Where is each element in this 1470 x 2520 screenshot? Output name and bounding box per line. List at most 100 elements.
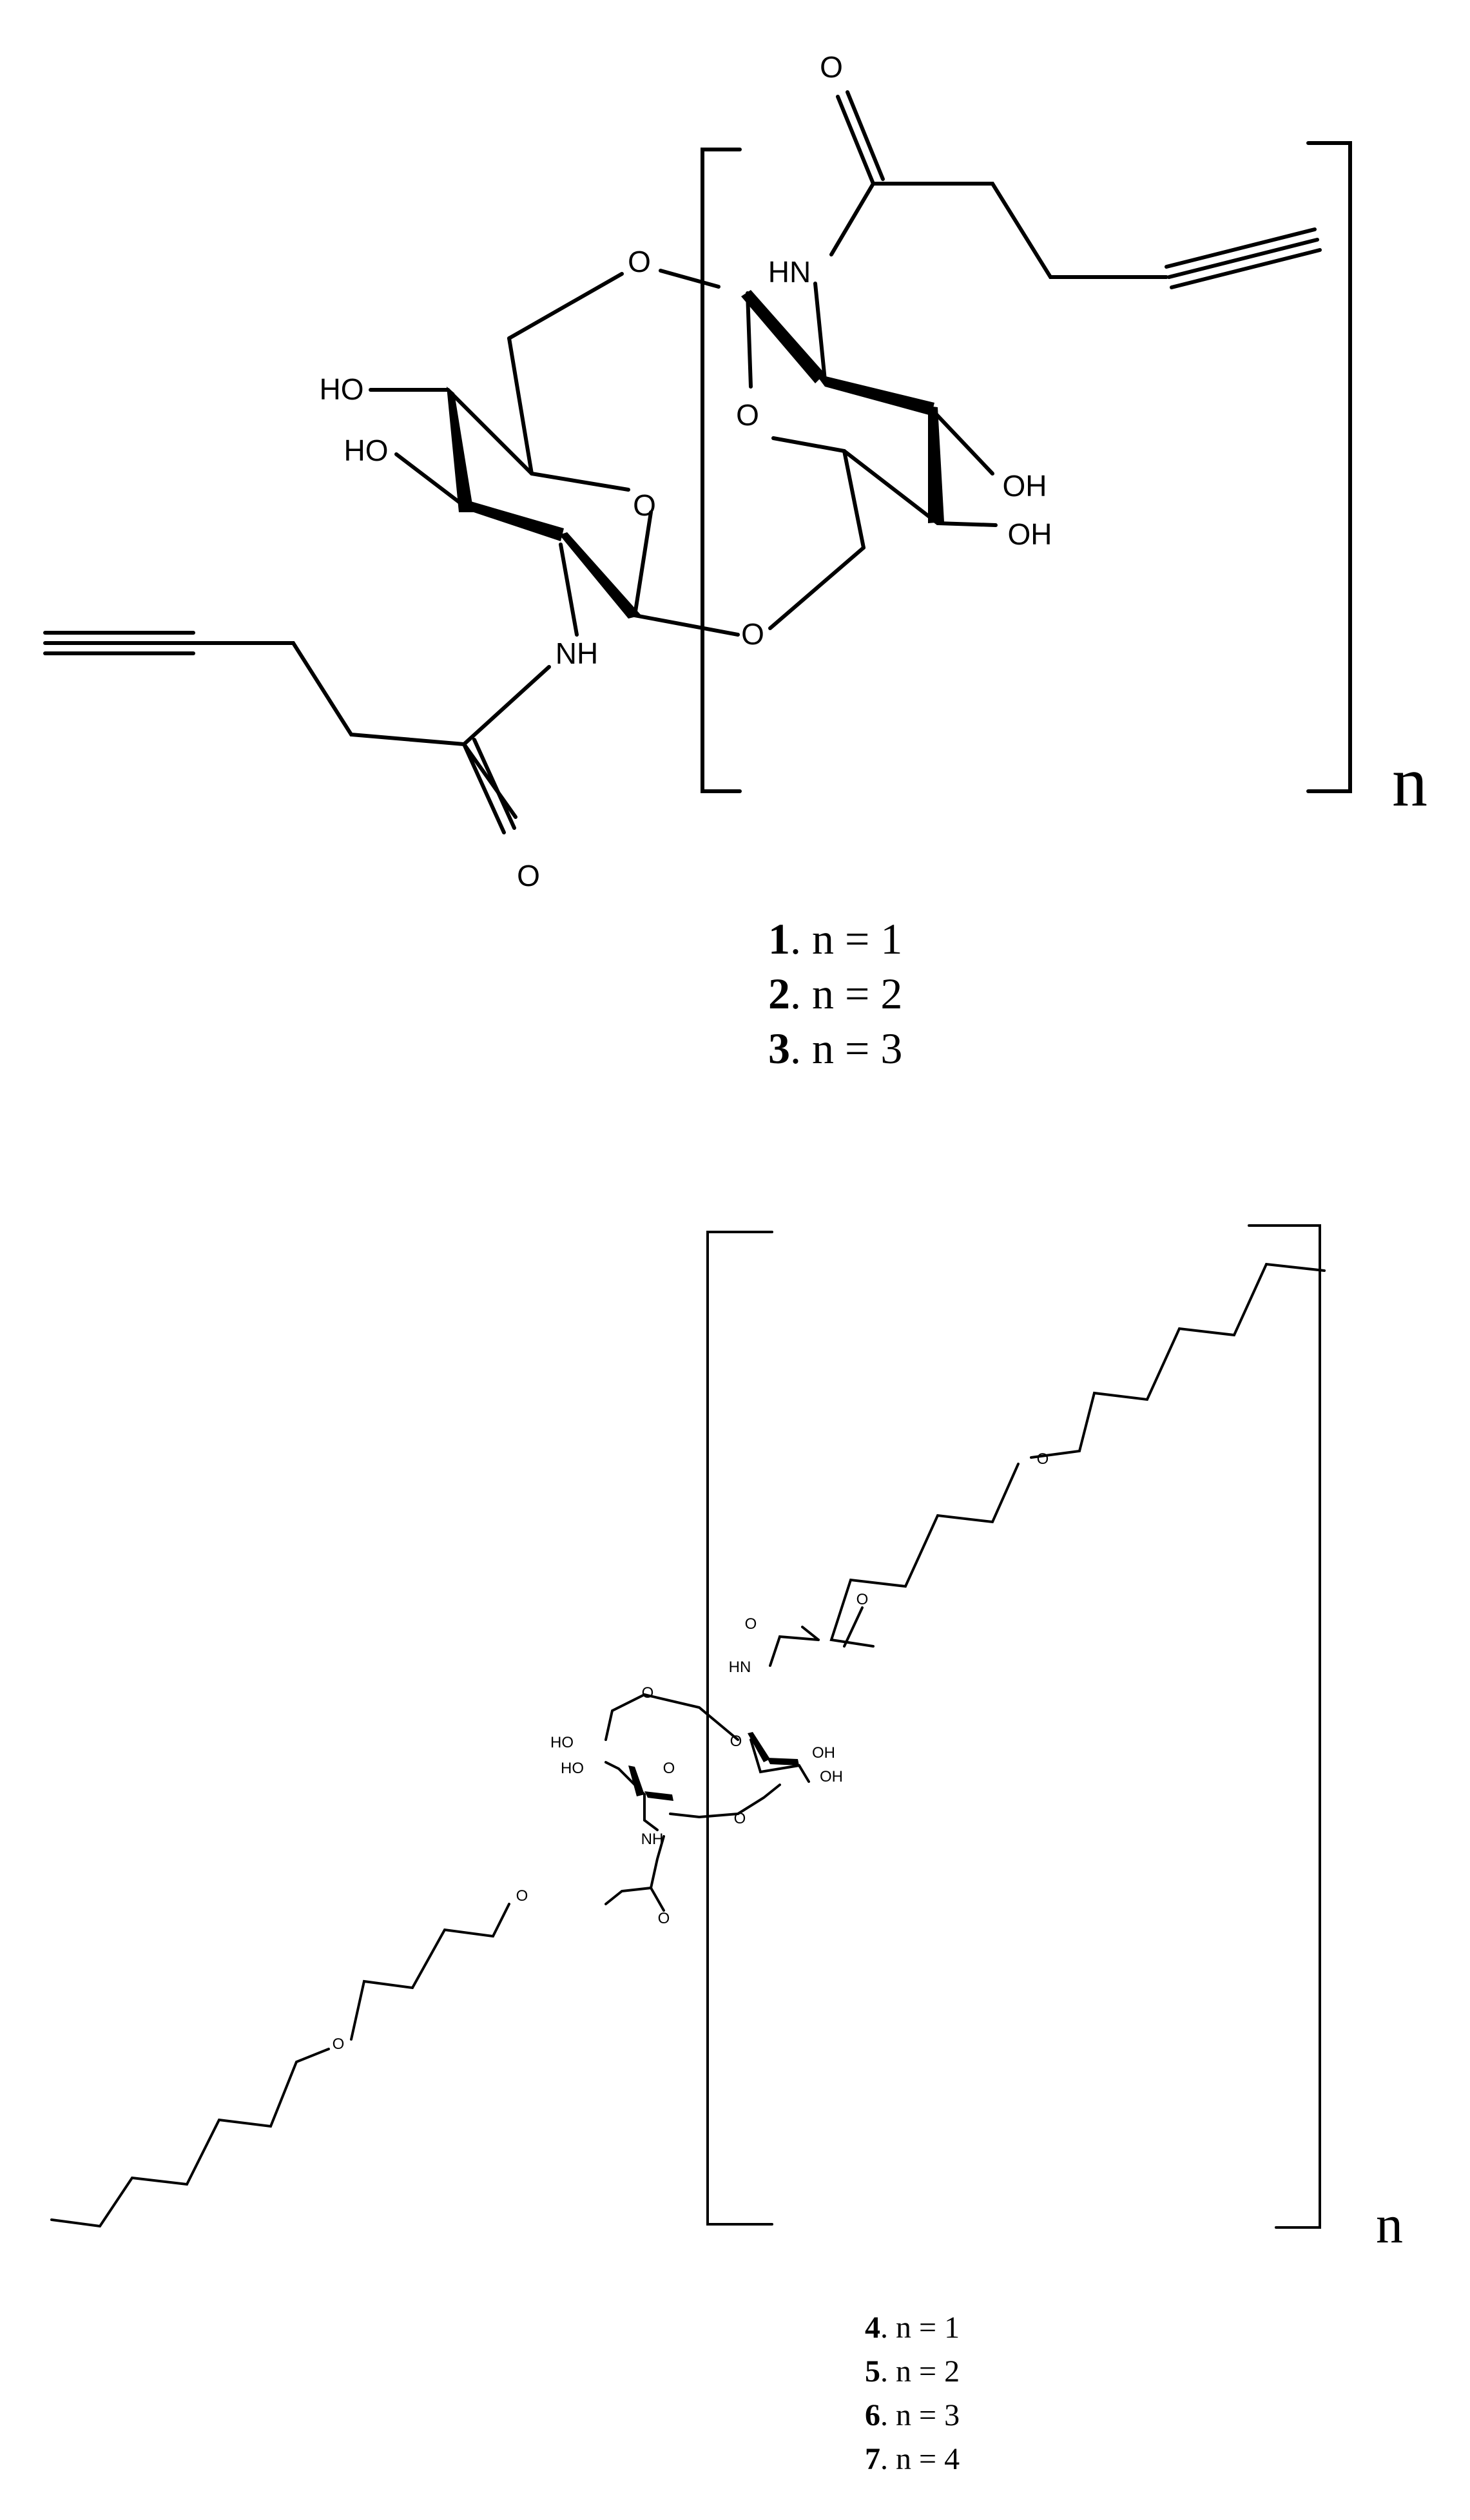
atom-ho-2: HO [344,434,389,467]
atom-ho-1: HO [320,372,364,406]
atom-nh-bottom: NH [556,637,598,670]
atom-o-carbonyl-bottom: O [517,859,540,892]
caption-4: 4. n = 1 [865,2311,960,2345]
structure-1-right [701,90,1352,793]
caption-1-text: . n = 1 [790,914,902,963]
left-bracket-2 [706,1231,773,2226]
ring-o5-c5 [530,472,630,492]
caption-4-text: . n = 1 [880,2311,960,2345]
triple-right-c [1170,248,1322,289]
atom-o-chain-upper-1: O [1037,1450,1049,1468]
atom-nh-bottom-2: NH [641,1831,664,1848]
upper-o-link [843,1606,864,1648]
carbonyl-bond-bottom-a [462,742,506,834]
carbonyl-bond-top-b [846,90,885,181]
structure-1-captions: 1. n = 1 2. n = 2 3. n = 3 [768,914,902,1073]
atom-ho-1-2: HO [550,1734,574,1751]
wedge-c2-c1 [559,532,641,619]
small-bold-1 [644,1791,673,1801]
wedge-right-c1 [741,290,825,383]
caption-3-text: . n = 3 [790,1024,902,1073]
structure-1-labels: O O O O O O HN NH HO HO OH OH n [320,50,1428,892]
atom-o-chain-lower-1: O [516,1887,528,1905]
caption-4-num: 4 [865,2311,880,2345]
upper-chain-segment-2 [829,1463,1020,1648]
atom-o-ring-left: O [633,488,656,522]
caption-7: 7. n = 4 [865,2442,960,2476]
right-c5-c4 [842,449,940,525]
atom-o-chain-upper-2: O [856,1591,869,1608]
wedge-c4 [447,387,474,512]
left-bracket-1 [701,148,742,793]
ring-c1-o5 [633,510,653,617]
structure-2-captions: 4. n = 1 5. n = 2 6. n = 3 7. n = 4 [865,2311,960,2476]
atom-o-bridge-bottom: O [741,617,764,651]
atom-o-bridge-bottom-2: O [734,1810,746,1827]
structure-2 [50,1224,1326,2229]
o6-bridge [659,269,720,289]
triple-right-b [1167,238,1319,279]
upper-amide-bonds [769,1635,820,1667]
atom-o-chain-lower-2: O [333,2035,345,2053]
ho-bond-2 [394,452,466,508]
bold-right-c2-c3 [815,374,934,416]
c5-c6 [507,336,534,476]
atom-oh-1-2: OH [812,1744,835,1762]
caption-3-num: 3 [768,1024,790,1073]
caption-2: 2. n = 2 [768,969,902,1018]
caption-5-text: . n = 2 [880,2354,960,2389]
upper-carbonyl-bond [801,1626,820,1641]
lower-chain-segment-1 [350,1903,510,2041]
lower-carbonyl-bond [650,1887,665,1912]
caption-6-num: 6 [865,2398,880,2432]
caption-1-num: 1 [768,914,790,963]
nh-to-carbonyl-top [829,182,875,256]
repeat-subscript-n-2: n [1376,2195,1403,2255]
structure-2-wedges [628,1732,799,1801]
caption-2-text: . n = 2 [790,969,902,1018]
small-ring-bridge [669,1784,781,1819]
right-o-c5 [771,436,846,453]
oh-bond-1 [933,410,994,476]
n-to-ring-bond [559,543,579,637]
structure-1-wedges [447,290,944,619]
caption-5: 5. n = 2 [865,2354,960,2389]
atom-nh-top: HN [768,255,811,289]
caption-3: 3. n = 3 [768,1024,902,1073]
right-bracket-2 [1248,1224,1321,2229]
triple-right-a [1165,227,1317,269]
caption-6-text: . n = 3 [880,2398,960,2432]
atom-o-carbonyl-bottom-2: O [658,1910,670,1927]
carbonyl-bond-bottom-b [472,738,516,830]
small-wedge-1 [628,1765,644,1796]
atom-o-carbonyl-top-2: O [745,1615,757,1633]
wedge-right-c4 [928,406,944,523]
amide-cn-bottom [462,665,551,746]
atom-o-ring-top-2: O [642,1684,654,1702]
atom-oh-2-2: OH [820,1768,843,1785]
small-wedge-2 [748,1732,770,1762]
atom-o-ring-right-2: O [730,1733,742,1750]
caption-7-num: 7 [865,2442,880,2476]
atom-o-ring-left-top: O [628,245,651,278]
atom-o-ring-right: O [736,398,759,432]
caption-2-num: 2 [768,969,790,1018]
right-bracket-1 [1306,141,1352,793]
right-c1-o [746,291,753,389]
atom-ho-2-2: HO [561,1760,584,1777]
caption-5-num: 5 [865,2354,880,2389]
upper-chain-segment-1 [1030,1262,1326,1459]
caption-1: 1. n = 1 [768,914,902,963]
repeat-subscript-n-1: n [1392,742,1427,821]
c1-to-bridge-o [633,613,740,637]
atom-o-ring-left-2: O [663,1760,675,1777]
structure-1 [43,269,866,834]
oh-bond-2 [936,521,998,527]
bridge-o-to-c6b [768,546,866,630]
structure-2-labels: O O O O O O O O O O HN NH HO HO OH OH n [333,1450,1403,2255]
caption-6: 6. n = 3 [865,2398,960,2432]
caption-7-text: . n = 4 [880,2442,960,2476]
bold-c3-c2 [464,499,564,541]
carbonyl-bond-top-a [836,95,875,186]
